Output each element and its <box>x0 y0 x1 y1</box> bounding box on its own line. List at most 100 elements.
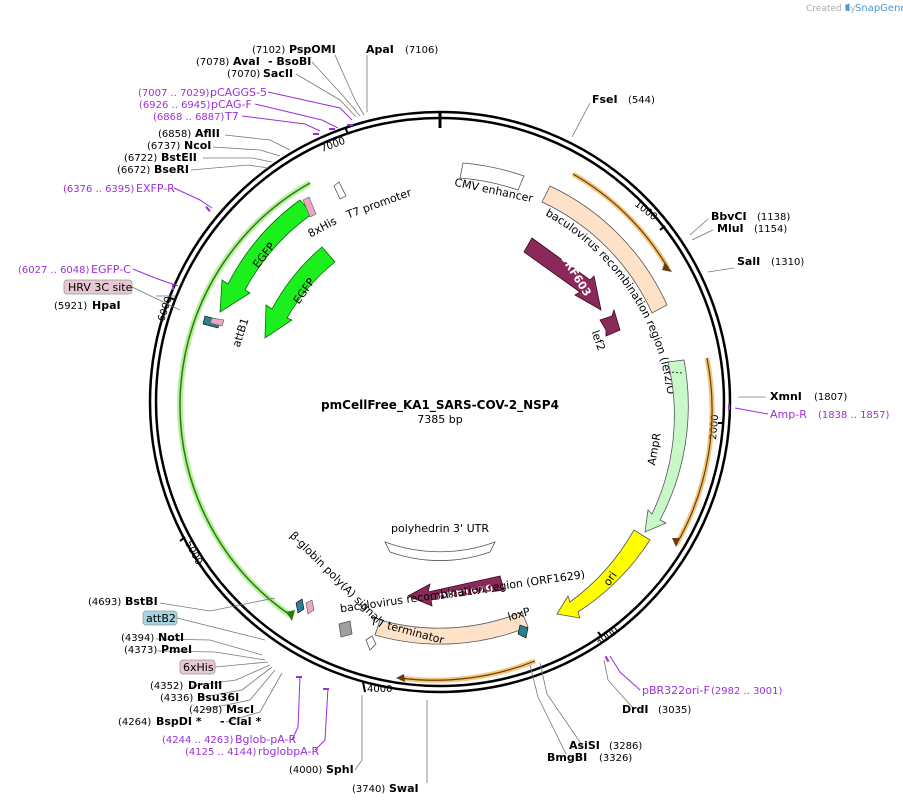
small-markers-bottom <box>295 598 315 615</box>
plasmid-name: pmCellFree_KA1_SARS-COV-2_NSP4 <box>321 398 559 413</box>
t7-promoter-label: T7 promoter <box>344 186 414 222</box>
primer-labels: (7007 .. 7029) pCAGGS-5 (6926 .. 6945) p… <box>18 86 890 758</box>
enzyme-draiii: DraIII <box>188 679 222 692</box>
feature-cmv-enhancer: CMV enhancer <box>453 162 535 205</box>
enzyme-sacii: SacII <box>263 67 293 80</box>
enzyme-draiii-pos: (4352) <box>150 681 183 692</box>
feature-egfp-outer: EGFP <box>219 199 313 313</box>
primer-bglob-pos: (4244 .. 4263) <box>162 735 234 746</box>
snapgene-logo-icon: ◖ <box>845 2 850 13</box>
enzyme-bspdi: BspDI * <box>156 715 202 728</box>
enzyme-bstbi-pos: (4693) <box>88 597 121 608</box>
enzyme-pmei-pos: (4373) <box>124 645 157 656</box>
primer-egfpc: EGFP-C <box>91 263 131 276</box>
enzyme-xmni-pos: (1807) <box>814 392 847 403</box>
primer-pcagf: pCAG-F <box>211 98 252 111</box>
enzyme-sali-pos: (1310) <box>771 257 804 268</box>
enzyme-bspdi-pos: (4264) <box>118 717 151 728</box>
ampr-label: AmpR <box>645 431 664 466</box>
feature-beta-globin-polya: β-globin poly(A) signal <box>287 529 384 638</box>
enzyme-aflii-pos: (6858) <box>158 129 191 140</box>
enzyme-msci: MscI <box>226 703 254 716</box>
primer-exfpr-pos: (6376 .. 6395) <box>63 184 135 195</box>
primer-pcaggs5-pos: (7007 .. 7029) <box>138 88 210 99</box>
8xhis-label: 8xHis <box>306 214 339 240</box>
orange-strand-features <box>399 171 715 683</box>
enzyme-ncoi: NcoI <box>184 139 211 152</box>
enzyme-swai: SwaI <box>389 782 419 795</box>
enzyme-sphi: SphI <box>326 763 354 776</box>
enzyme-bsu36i-pos: (4336) <box>160 693 193 704</box>
enzyme-bstbi: BstBI <box>125 595 158 608</box>
enzyme-bsteii: BstEII <box>161 151 197 164</box>
feature-attb1: attB1 <box>202 315 251 349</box>
baculo1-label: baculovirus recombination region (lef2/O… <box>0 0 678 395</box>
enzyme-hpai: HpaI <box>92 299 121 312</box>
enzyme-msci-pos: (4298) <box>189 705 222 716</box>
enzyme-asisi: AsiSI <box>569 739 600 752</box>
enzyme-drdi: DrdI <box>622 703 649 716</box>
egfp-outer-band <box>177 180 312 621</box>
enzyme-apai-pos: (7106) <box>405 45 438 56</box>
loxp-label: loxP <box>506 605 532 624</box>
enzyme-fsei: FseI <box>592 93 618 106</box>
feature-lef2: lef2 <box>589 308 621 353</box>
tick-1000: 1000 <box>632 199 659 223</box>
feature-t7-promoter: T7 promoter <box>333 181 414 222</box>
enzyme-asisi-pos: (3286) <box>609 741 642 752</box>
enzyme-labels: (7102) PspOMI ApaI (7106) (7078) AvaI - … <box>54 43 847 795</box>
enzyme-sacii-pos: (7070) <box>227 69 260 80</box>
tick-7000: 7000 <box>319 136 347 155</box>
primer-exfpr: EXFP-R <box>136 182 175 195</box>
enzyme-hpai-pos: (5921) <box>54 301 87 312</box>
primer-bglob: Bglob-pA-R <box>235 733 297 746</box>
enzyme-mlui: MluI <box>717 222 744 235</box>
watermark-prefix: Created by <box>806 4 856 14</box>
primer-rbglob-pos: (4125 .. 4144) <box>185 747 257 758</box>
enzyme-avai-pos: (7078) <box>196 57 229 68</box>
feature-loxp: loxP <box>506 605 532 639</box>
enzyme-bmgbi-pos: (3326) <box>599 753 632 764</box>
watermark-brand: SnapGene <box>855 3 903 14</box>
enzyme-bseri: BseRI <box>154 163 189 176</box>
enzyme-bbvci-pos: (1138) <box>757 212 790 223</box>
primer-pbr322ori: pBR322ori-F <box>642 684 710 697</box>
enzyme-swai-pos: (3740) <box>352 784 385 795</box>
hrv3c-label: HRV 3C site <box>68 281 133 294</box>
primer-egfpc-pos: (6027 .. 6048) <box>18 265 90 276</box>
enzyme-aflii: AflII <box>195 127 220 140</box>
enzyme-bsteii-pos: (6722) <box>124 153 157 164</box>
feature-baculovirus-region-2: baculovirus recombination region (ORF162… <box>339 568 586 645</box>
primer-markers <box>172 124 730 690</box>
primer-t7: T7 <box>224 110 239 123</box>
primer-ampr: Amp-R <box>770 408 807 421</box>
enzyme-bbvci: BbvCI <box>711 210 747 223</box>
enzyme-avai: AvaI <box>233 55 260 68</box>
beta-globin-label: β-globin poly(A) signal <box>287 529 384 626</box>
plasmid-length: 7385 bp <box>417 413 462 426</box>
tick-3000: 3000 <box>593 625 620 649</box>
enzyme-pspomi-pos: (7102) <box>252 45 285 56</box>
enzyme-fsei-pos: (544) <box>628 95 655 106</box>
enzyme-sphi-pos: (4000) <box>289 765 322 776</box>
enzyme-leader-lines <box>155 54 766 783</box>
primer-pcagf-pos: (6926 .. 6945) <box>139 100 211 111</box>
primer-pcaggs5: pCAGGS-5 <box>210 86 267 99</box>
enzyme-ncoi-pos: (6737) <box>147 141 180 152</box>
lef2-label: lef2 <box>589 329 608 353</box>
tick-4000: 4000 <box>367 684 392 695</box>
enzyme-sali: SalI <box>737 255 760 268</box>
snapgene-watermark: Created by ◖ SnapGene <box>806 2 903 14</box>
enzyme-bmgbi: BmgBI <box>547 751 587 764</box>
feature-egfp-inner: EGFP <box>264 246 336 339</box>
enzyme-mlui-pos: (1154) <box>754 224 787 235</box>
enzyme-noti: NotI <box>158 631 184 644</box>
primer-pbr322ori-pos: (2982 .. 3001) <box>711 686 783 697</box>
enzyme-pmei: PmeI <box>161 643 192 656</box>
6xhis-label: 6xHis <box>183 661 214 674</box>
boxed-feature-labels: HRV 3C site attB2 6xHis <box>63 279 269 675</box>
enzyme-bseri-pos: (6672) <box>117 165 150 176</box>
enzyme-noti-pos: (4394) <box>121 633 154 644</box>
enzyme-xmni: XmnI <box>770 390 802 403</box>
polyhedrin-label: polyhedrin 3' UTR <box>391 522 489 535</box>
